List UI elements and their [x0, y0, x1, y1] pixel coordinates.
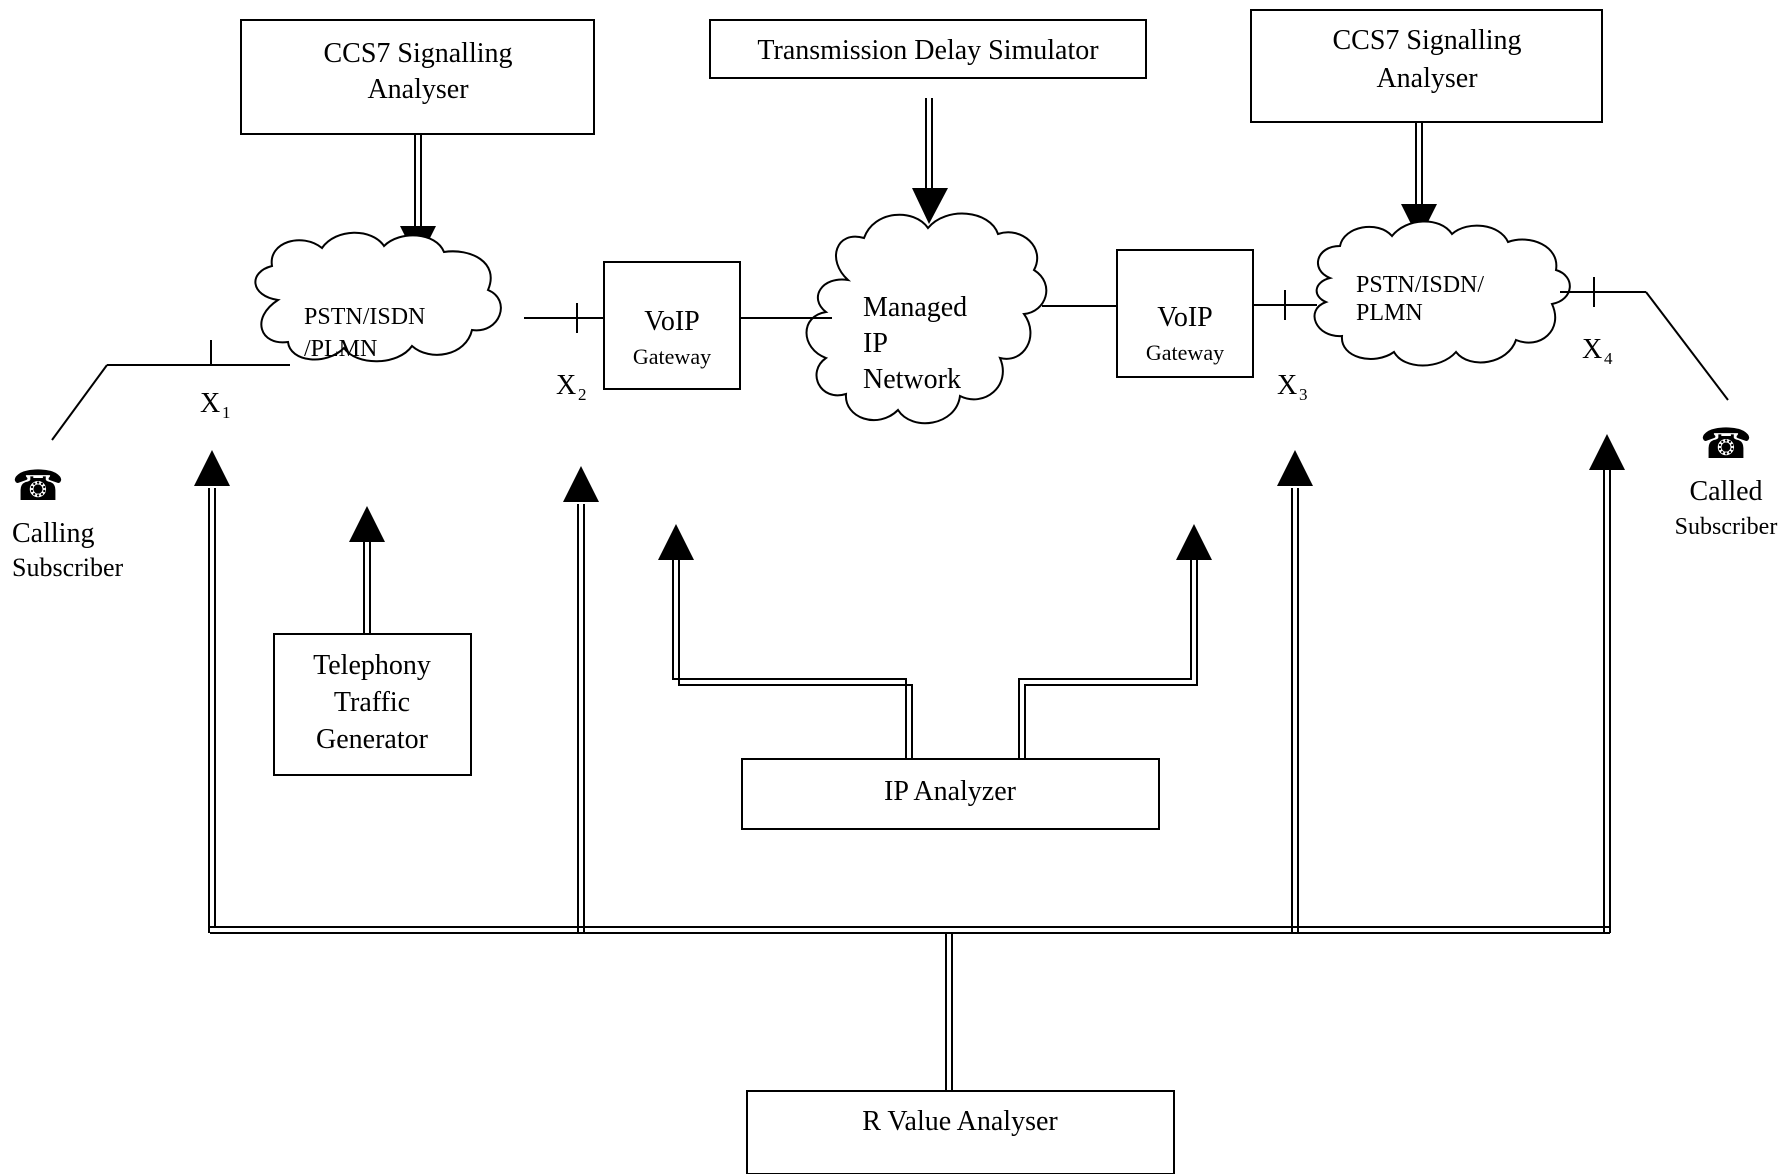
- x3-subscript: 3: [1299, 385, 1308, 404]
- managed-ip-line3: Network: [863, 364, 961, 395]
- x4-label: X: [1582, 334, 1602, 365]
- ccs7-left-line2: Analyser: [367, 74, 469, 105]
- transmission-delay-simulator: Transmission Delay Simulator: [709, 19, 1147, 79]
- calling-line1: Calling: [12, 518, 94, 549]
- ccs7-analyser-right: CCS7 Signalling Analyser: [1250, 9, 1603, 123]
- called-line1: Called: [1689, 476, 1762, 507]
- reference-point-x2: X 2: [556, 370, 587, 404]
- telephony-line3: Generator: [316, 724, 429, 755]
- x1-label: X: [200, 388, 220, 419]
- voip-right-line2: Gateway: [1146, 340, 1224, 365]
- x2-subscript: 2: [578, 385, 587, 404]
- pstn-right-line1: PSTN/ISDN/: [1356, 272, 1484, 298]
- reference-point-x4: X 4: [1582, 334, 1613, 368]
- ccs7-analyser-left: CCS7 Signalling Analyser: [240, 19, 595, 135]
- x2-label: X: [556, 370, 576, 401]
- calling-subscriber: ☎ Calling Subscriber: [12, 461, 124, 582]
- ip-analyzer: IP Analyzer: [741, 758, 1160, 830]
- voip-gateway-left: VoIP Gateway: [603, 261, 741, 390]
- managed-ip-line2: IP: [863, 328, 888, 359]
- arrow-delay-down: [912, 98, 948, 224]
- called-line2: Subscriber: [1675, 514, 1778, 540]
- pstn-left-line2: /PLMN: [304, 336, 377, 362]
- r-value-connectors: [194, 434, 1625, 1091]
- telephony-line1: Telephony: [313, 650, 431, 681]
- ccs7-right-line2: Analyser: [1376, 63, 1478, 94]
- ip-analyzer-label: IP Analyzer: [884, 776, 1017, 807]
- telephone-icon: ☎: [1700, 419, 1752, 468]
- cloud-managed-ip: Managed IP Network: [805, 212, 1048, 425]
- signal-path: [51, 277, 1729, 441]
- telephony-line2: Traffic: [334, 687, 410, 718]
- called-subscriber: ☎ Called Subscriber: [1675, 419, 1778, 540]
- x3-label: X: [1277, 370, 1297, 401]
- ccs7-right-line1: CCS7 Signalling: [1332, 25, 1521, 56]
- arrow-telephony-up: [349, 506, 385, 634]
- cloud-pstn-left: PSTN/ISDN /PLMN: [254, 231, 502, 363]
- voip-gateway-right: VoIP Gateway: [1116, 249, 1254, 378]
- reference-point-x3: X 3: [1277, 370, 1308, 404]
- transmission-delay-label: Transmission Delay Simulator: [757, 35, 1099, 66]
- ip-analyzer-connectors: [658, 524, 1212, 759]
- telephony-traffic-generator: Telephony Traffic Generator: [273, 633, 472, 776]
- managed-ip-line1: Managed: [863, 292, 967, 323]
- pstn-right-line2: PLMN: [1356, 300, 1423, 326]
- pstn-left-line1: PSTN/ISDN: [304, 304, 425, 330]
- voip-right-line1: VoIP: [1157, 302, 1213, 333]
- reference-point-x1: X 1: [200, 388, 231, 422]
- calling-line2: Subscriber: [12, 553, 124, 582]
- voip-left-line1: VoIP: [644, 306, 700, 337]
- cloud-pstn-right: PSTN/ISDN/ PLMN: [1313, 220, 1571, 367]
- x4-subscript: 4: [1604, 349, 1613, 368]
- r-value-analyser: R Value Analyser: [746, 1090, 1175, 1174]
- x1-subscript: 1: [222, 403, 231, 422]
- r-value-label: R Value Analyser: [862, 1106, 1058, 1137]
- ccs7-left-line1: CCS7 Signalling: [323, 38, 512, 69]
- voip-left-line2: Gateway: [633, 344, 711, 369]
- telephone-icon: ☎: [12, 461, 64, 510]
